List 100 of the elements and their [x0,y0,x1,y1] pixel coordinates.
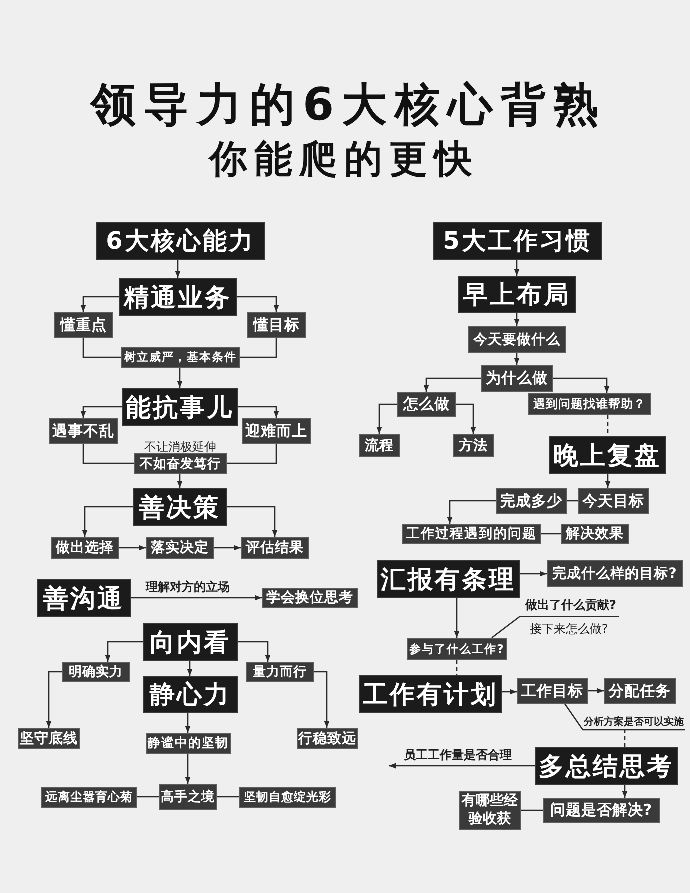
process-box: 静谧中的坚韧 [146,733,231,754]
connector-line [137,796,159,798]
process-box: 问题是否解决? [543,798,660,823]
connector-line [567,500,578,502]
process-box: 评估结果 [241,537,309,559]
arrow [185,713,191,733]
connector-line [564,704,685,731]
process-box: 方法 [453,434,494,457]
process-box: 解决效果 [561,524,629,544]
arrow [389,763,535,769]
process-box: 遇事不乱 [49,418,118,444]
dashed-line [624,729,626,747]
process-box: 工作目标 [517,678,588,704]
arrow [520,571,547,577]
arrow [238,641,271,662]
topic-box: 汇报有条理 [377,560,520,598]
subtitle: 你能爬的更快 [208,137,480,183]
connector-line [82,444,134,464]
process-box: 流程 [359,434,400,457]
topic-box: 善决策 [133,488,227,526]
arrow [605,474,611,488]
arrow [105,641,143,662]
process-box: 坚韧自愈绽光彩 [239,787,336,808]
arrow [454,598,460,638]
process-box: 不如奋发笃行 [134,453,227,474]
edge-label: 员工工作量是否合理 [402,748,514,762]
process-box: 遇到问题找谁帮助？ [528,393,651,415]
connector-line [240,338,278,358]
connector-line [521,810,543,812]
process-box: 参与了什么工作? [407,638,507,660]
connector-line [217,796,239,798]
process-box: 学会换位思考 [262,588,358,608]
arrow [314,671,330,728]
arrow [238,406,280,418]
topic-box: 多总结思考 [535,747,678,785]
arrow [80,406,122,418]
topic-box: 能抗事儿 [122,388,238,426]
process-box: 今天目标 [578,488,649,514]
process-box: 懂重点 [54,312,113,338]
arrow [80,296,119,312]
process-box: 行稳致远 [297,728,358,749]
annotation-text: 做出了什么贡献? [523,598,619,612]
annotation-text: 分析方案是否可以实施 [583,714,685,729]
connector-line [82,338,121,358]
arrow [514,313,520,326]
arrow [622,785,628,798]
arrow [553,378,610,393]
arrow [424,378,481,392]
process-box: 怎么做 [397,392,456,417]
topic-box: 精通业务 [119,278,237,316]
process-box: 迎难而上 [242,418,311,444]
arrow [119,545,146,551]
connector-line [227,444,278,464]
title: 领导力的6大核心背熟 [88,78,608,132]
arrow [227,506,278,537]
arrow [237,296,280,312]
arrow [456,404,476,434]
process-box: 落实决定 [146,537,214,559]
topic-box: 晚上复盘 [549,436,666,474]
arrow [502,689,517,695]
process-box: 今天要做什么 [468,326,566,353]
process-box: 懂目标 [247,312,306,338]
arrow [131,595,262,601]
process-box: 树立威严，基本条件 [121,347,240,368]
process-box: 量力而行 [246,662,314,682]
arrow [187,661,193,676]
arrow [46,671,62,728]
arrow [376,404,397,434]
dashed-line [607,415,609,436]
process-box: 为什么做 [481,365,553,392]
process-box: 坚守底线 [18,728,80,749]
arrow [214,545,241,551]
note-text: 不让消极延伸 [144,440,216,454]
process-box: 完成多少 [496,488,567,514]
topic-box: 善沟通 [37,579,131,617]
process-box: 完成什么样的目标? [547,560,683,587]
connector-line [541,533,561,535]
process-box: 明确实力 [62,662,130,682]
arrow [185,754,191,784]
process-box: 高手之境 [159,784,217,810]
process-box: 有哪些经验收获 [459,791,521,830]
process-box: 工作过程遇到的问题 [402,524,541,544]
arrow [177,368,183,388]
heading-box: 5大工作习惯 [433,222,602,260]
annotation-text: 接下来怎么做? [524,621,614,637]
topic-box: 早上布局 [458,276,576,313]
edge-label: 理解对方的立场 [144,580,232,594]
dashed-line [456,660,458,675]
arrow [177,474,183,488]
topic-box: 工作有计划 [359,675,502,713]
arrow [82,506,133,537]
arrow [175,260,181,278]
arrow [447,500,496,524]
topic-box: 向内看 [143,623,238,661]
topic-box: 静心力 [143,676,238,713]
process-box: 分配任务 [604,678,676,704]
arrow [514,260,520,276]
heading-box: 6大核心能力 [96,222,265,260]
process-box: 做出选择 [51,537,119,559]
arrow [588,688,604,694]
